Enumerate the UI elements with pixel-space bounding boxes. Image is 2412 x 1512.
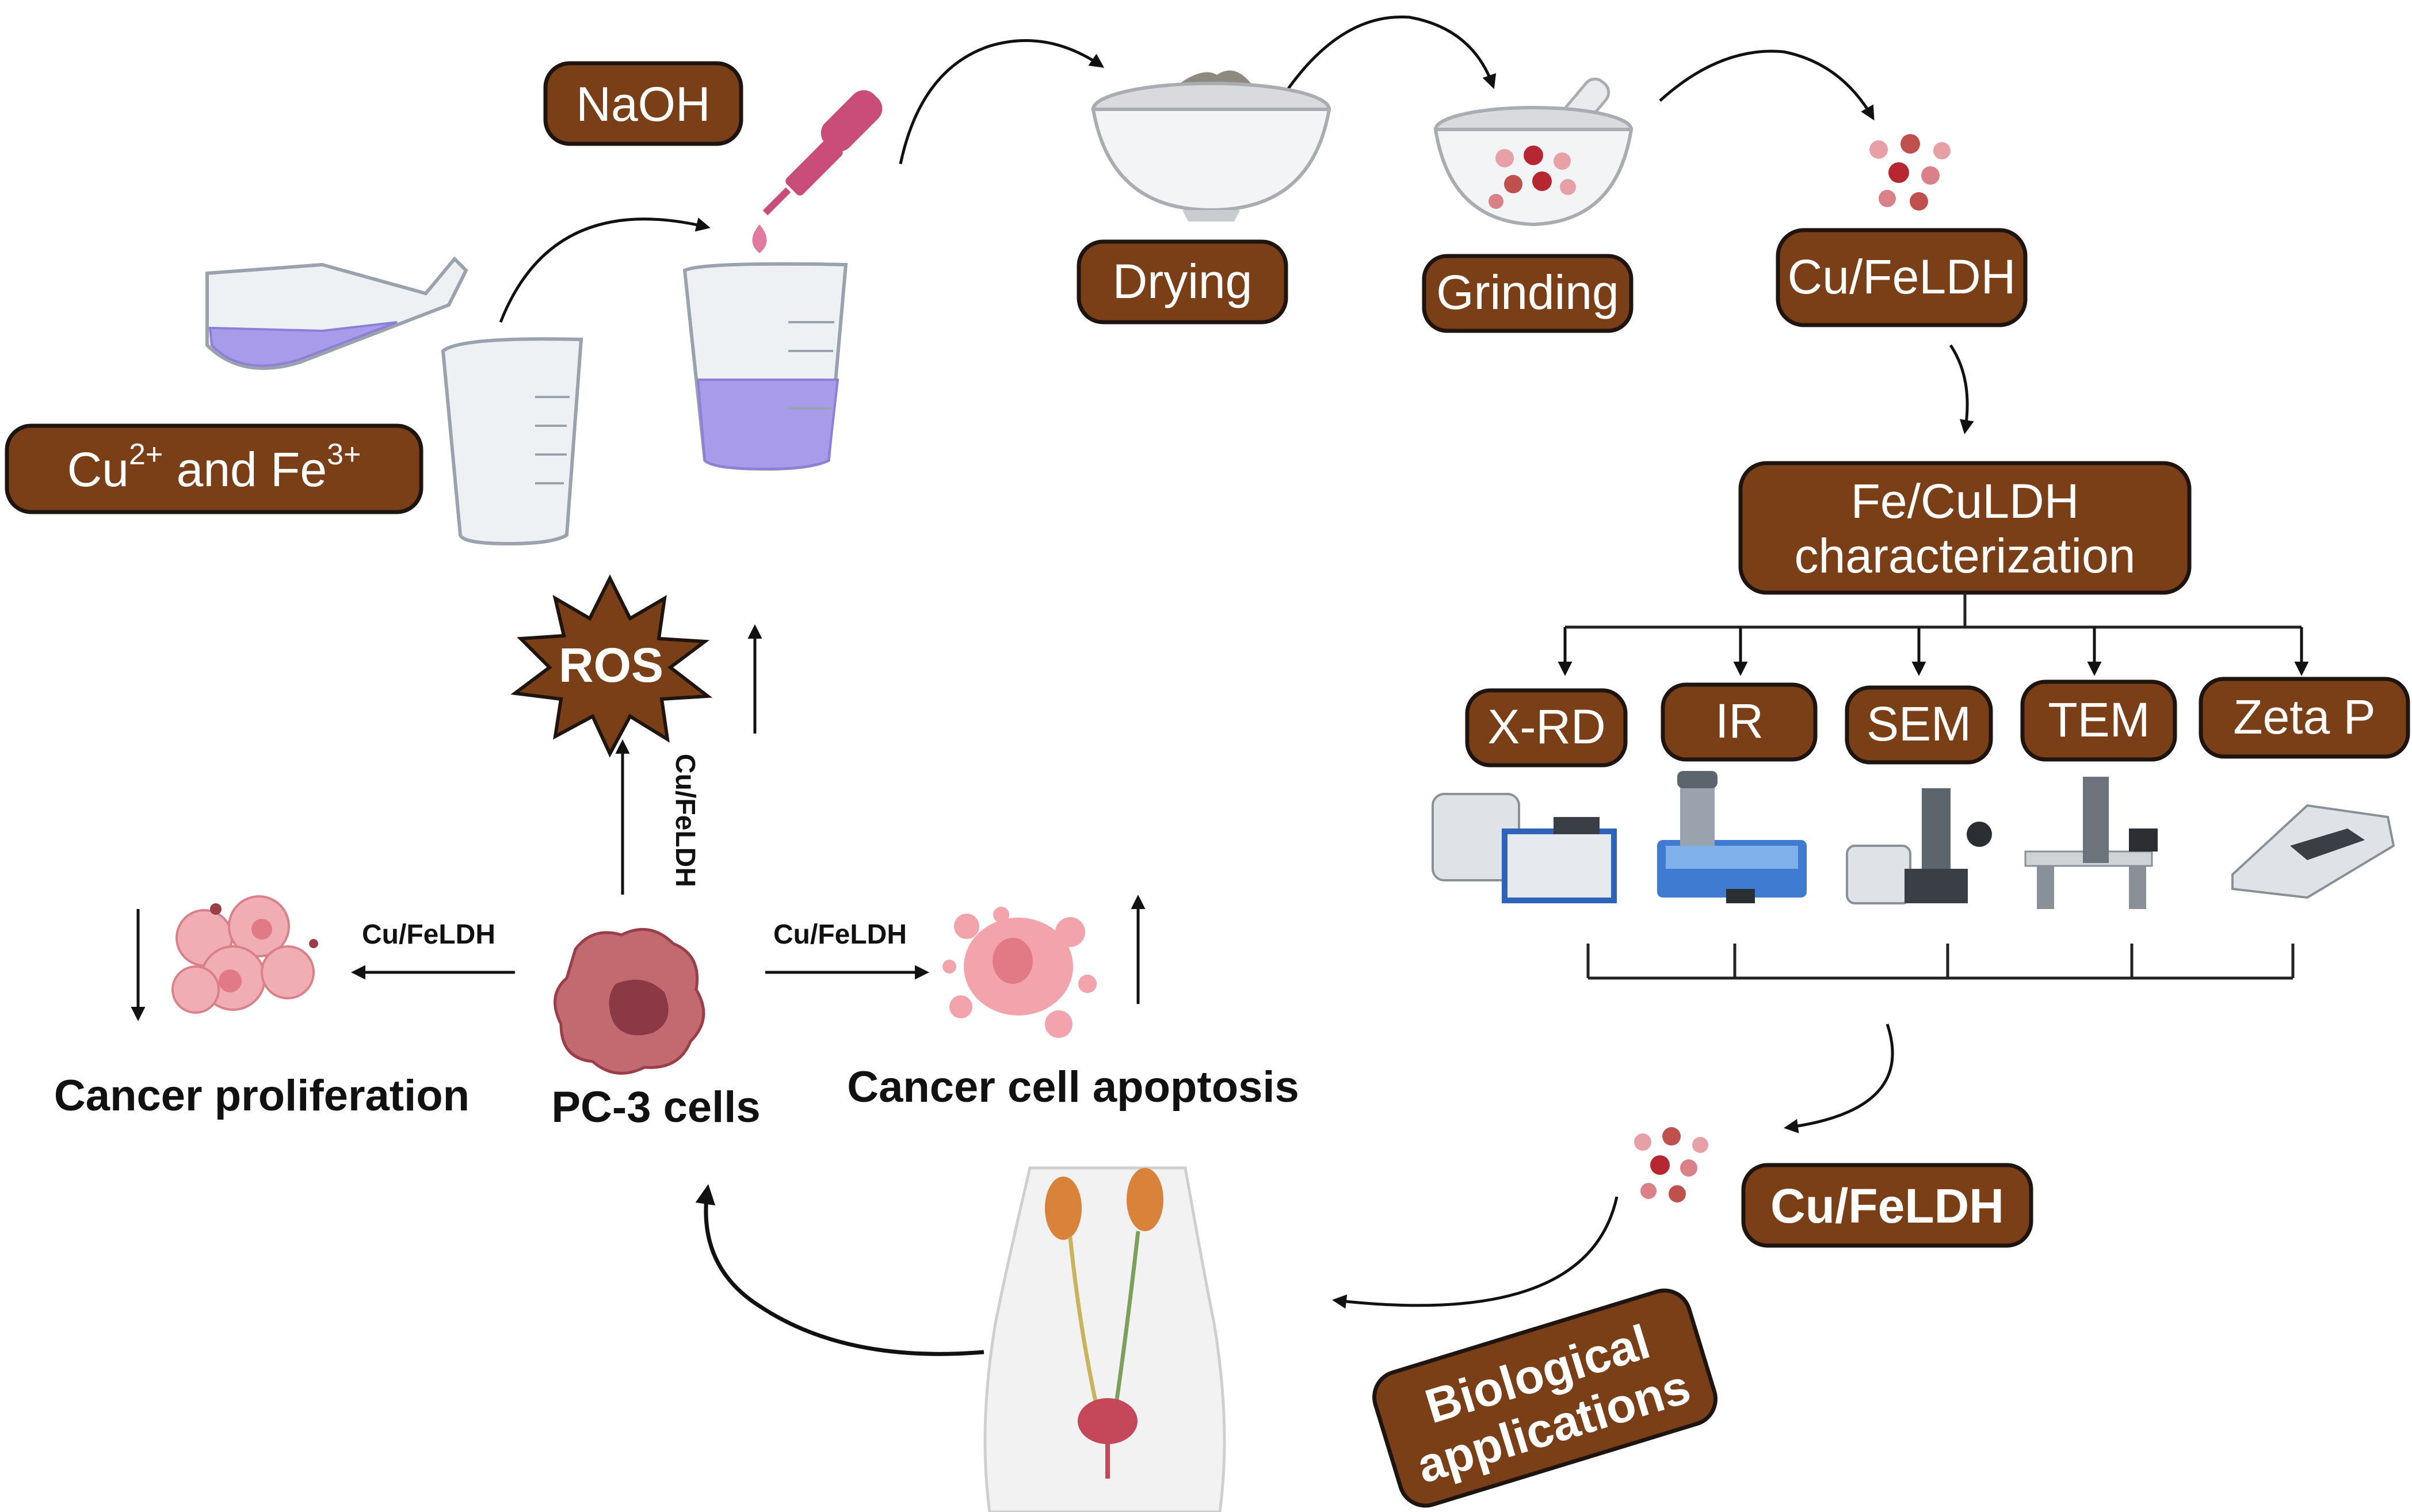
- svg-text:Cu/FeLDH: Cu/FeLDH: [1788, 250, 2016, 304]
- beaker-filled-icon: [682, 262, 848, 471]
- precursor-label: Cu2+ and Fe3+: [5, 423, 423, 514]
- apoptotic-cell-icon: [942, 907, 1097, 1038]
- svg-text:characterization: characterization: [1795, 529, 2136, 583]
- xrd-instrument-icon: [1432, 793, 1617, 903]
- svg-text:Grinding: Grinding: [1436, 265, 1619, 319]
- instrument-bracket: [1586, 944, 2295, 980]
- svg-text:X-RD: X-RD: [1487, 700, 1605, 754]
- svg-text:Drying: Drying: [1113, 254, 1253, 308]
- svg-text:SEM: SEM: [1867, 697, 1971, 751]
- svg-text:TEM: TEM: [2048, 693, 2150, 747]
- proliferating-cells-icon: [171, 895, 318, 1014]
- mortar-pestle-icon: [1433, 77, 1634, 227]
- zeta-instrument-icon: [2231, 804, 2395, 899]
- technique-zeta-label: Zeta P: [2199, 677, 2410, 759]
- technique-sem-label: SEM: [1845, 685, 1993, 765]
- application-product-label: Cu/FeLDH: [1741, 1163, 2033, 1248]
- dropper-icon: [752, 90, 883, 253]
- tem-instrument-icon: [2024, 777, 2158, 909]
- svg-text:IR: IR: [1715, 694, 1764, 748]
- characterization-tree: [1558, 593, 2309, 676]
- grinding-label: Grinding: [1422, 254, 1634, 333]
- naoh-label: NaOH: [543, 61, 743, 146]
- cancer-apoptosis-label: Cancer cell apoptosis: [847, 1063, 1299, 1112]
- svg-text:Cu/FeLDH: Cu/FeLDH: [1770, 1179, 2004, 1233]
- characterization-label: Fe/CuLDH characterization: [1738, 461, 2192, 595]
- flask-icon: [205, 256, 468, 370]
- ir-instrument-icon: [1657, 771, 1807, 903]
- biological-applications-label: Biological applications: [1372, 1288, 1718, 1508]
- technique-ir-label: IR: [1661, 682, 1818, 762]
- product-label: Cu/FeLDH: [1776, 228, 2028, 327]
- agent-left-label: Cu/FeLDH: [362, 919, 495, 950]
- pc3-cell-icon: [554, 927, 705, 1075]
- beaker-empty-icon: [441, 337, 583, 546]
- cancer-proliferation-label: Cancer proliferation: [54, 1071, 470, 1120]
- precursor-text: Cu2+ and Fe3+: [67, 438, 361, 497]
- drying-label: Drying: [1077, 239, 1288, 324]
- technique-tem-label: TEM: [2020, 679, 2177, 762]
- technique-xrd-label: X-RD: [1465, 688, 1628, 768]
- agent-right-label: Cu/FeLDH: [773, 919, 907, 950]
- nanoparticle-icon: [1634, 1127, 1708, 1202]
- nanoparticle-icon: [1869, 134, 1951, 211]
- human-urinary-system-icon: [983, 1166, 1226, 1512]
- svg-text:NaOH: NaOH: [576, 77, 710, 131]
- svg-text:Zeta P: Zeta P: [2233, 690, 2375, 744]
- agent-vertical-label: Cu/FeLDH: [670, 754, 700, 887]
- sem-instrument-icon: [1846, 788, 1992, 904]
- ros-star-icon: ROS: [510, 574, 713, 758]
- svg-text:Fe/CuLDH: Fe/CuLDH: [1851, 474, 2079, 528]
- drying-bowl-icon: [1091, 70, 1331, 222]
- pc3-cells-label: PC-3 cells: [551, 1083, 760, 1132]
- svg-text:ROS: ROS: [559, 638, 663, 692]
